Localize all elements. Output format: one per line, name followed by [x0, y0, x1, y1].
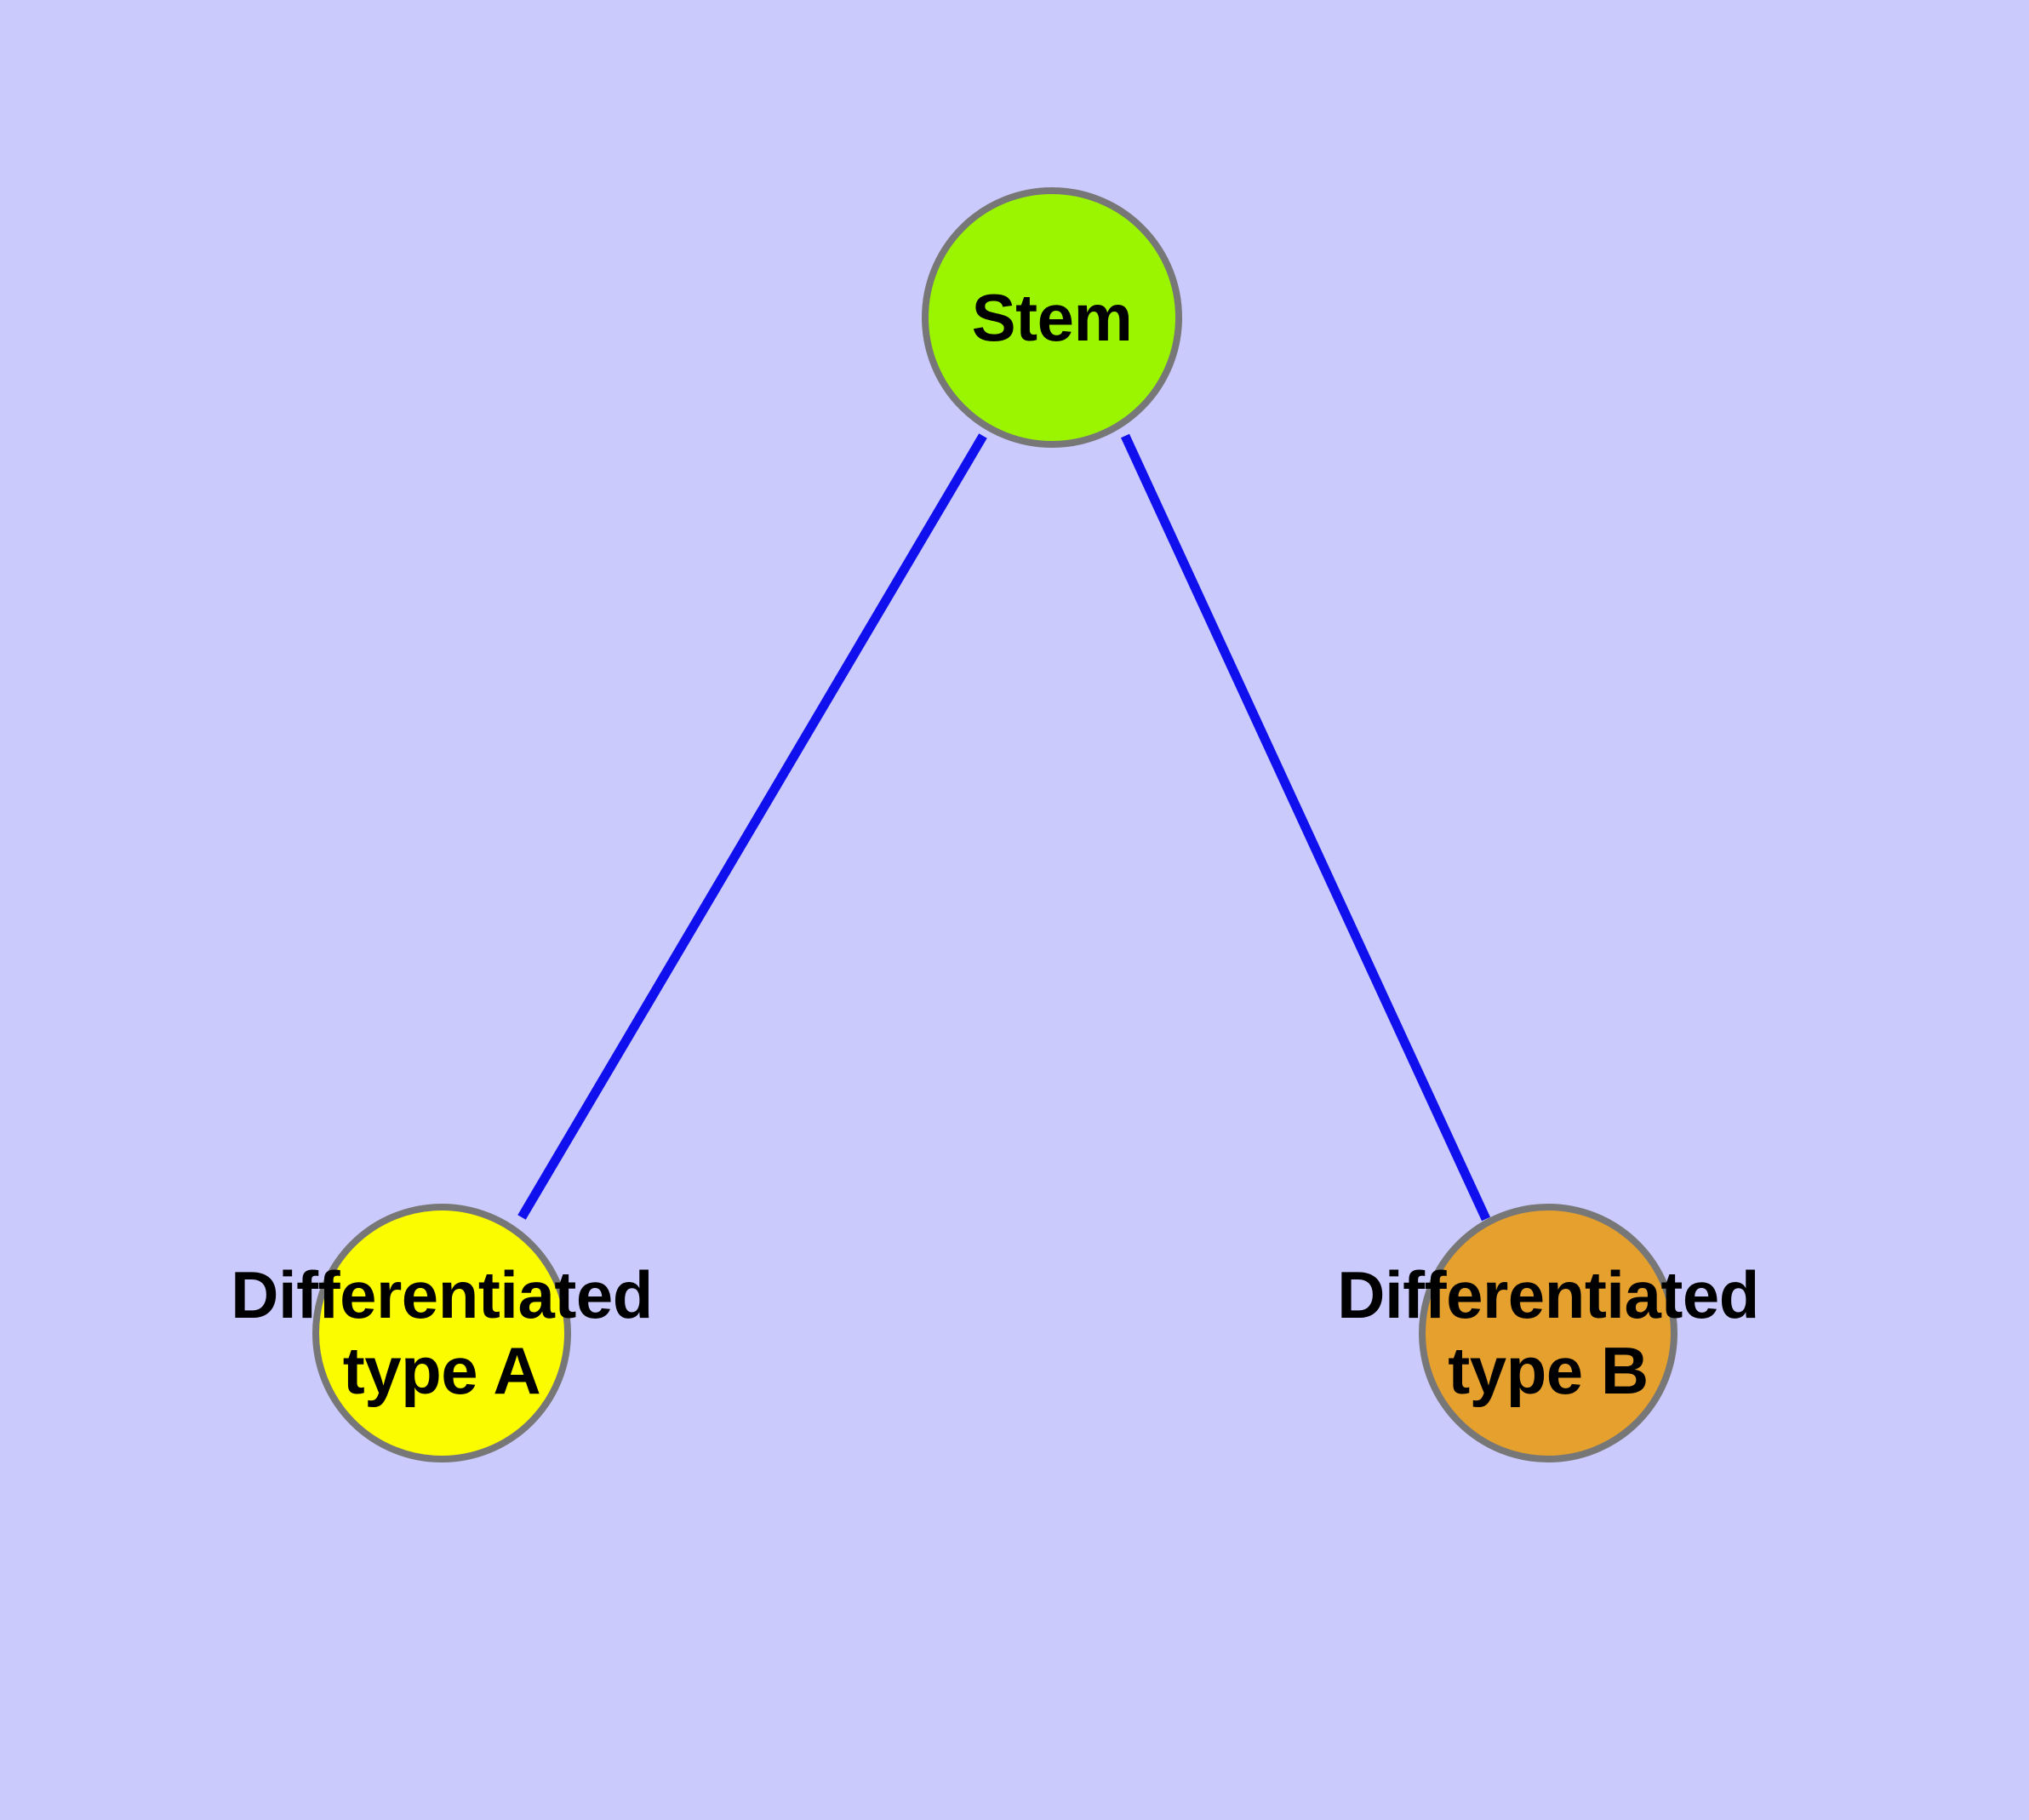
- node-stem[interactable]: [922, 187, 1182, 448]
- edge-stem-to-differentiated-type-a[interactable]: [517, 433, 987, 1220]
- edge-stem-to-differentiated-type-b[interactable]: [1121, 433, 1490, 1222]
- node-differentiated-type-b[interactable]: [1419, 1204, 1677, 1462]
- node-differentiated-type-a[interactable]: [312, 1204, 571, 1462]
